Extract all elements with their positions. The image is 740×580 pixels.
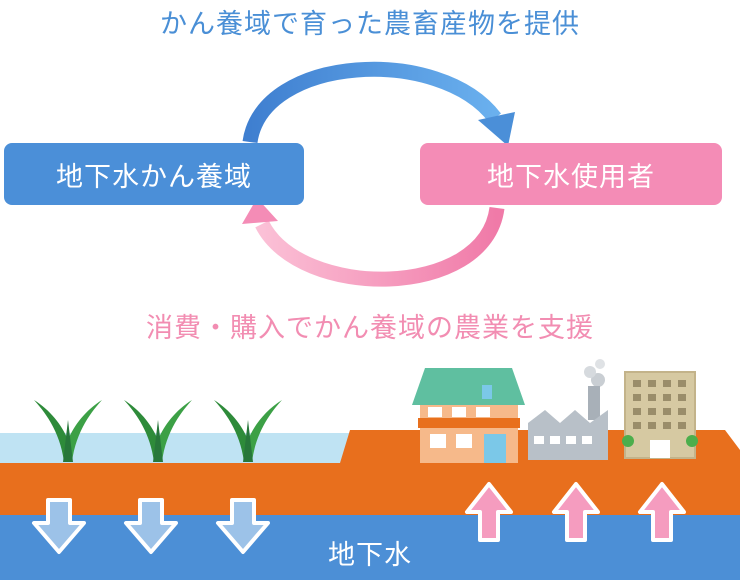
groundwater-layer [0, 515, 740, 580]
up-arrow-icon [638, 482, 686, 542]
groundwater-label: 地下水 [328, 540, 412, 571]
recharge-area-label: 地下水かん養域 [56, 161, 252, 193]
down-arrow-icon [124, 498, 178, 554]
groundwater-user-box: 地下水使用者 [420, 143, 722, 205]
up-arrow-icon [465, 482, 513, 542]
down-arrow-icon [216, 498, 270, 554]
cycle-arrow-bottom [242, 198, 505, 287]
rice-plant-icon [214, 400, 282, 462]
top-caption: かん養域で育った農畜産物を提供 [160, 9, 580, 40]
down-arrow-icon [32, 498, 86, 554]
building-icon [622, 371, 698, 459]
recharge-area-box: 地下水かん養域 [4, 143, 304, 205]
groundwater-user-label: 地下水使用者 [487, 161, 655, 193]
house-icon [412, 368, 525, 463]
rice-plant-icon [124, 400, 192, 462]
rice-plant-icon [34, 400, 102, 462]
factory-icon [528, 359, 608, 460]
paddy-water [0, 433, 350, 465]
bottom-caption: 消費・購入でかん養域の農業を支援 [146, 313, 594, 344]
up-arrow-icon [552, 482, 600, 542]
cycle-arrow-top [242, 61, 515, 146]
